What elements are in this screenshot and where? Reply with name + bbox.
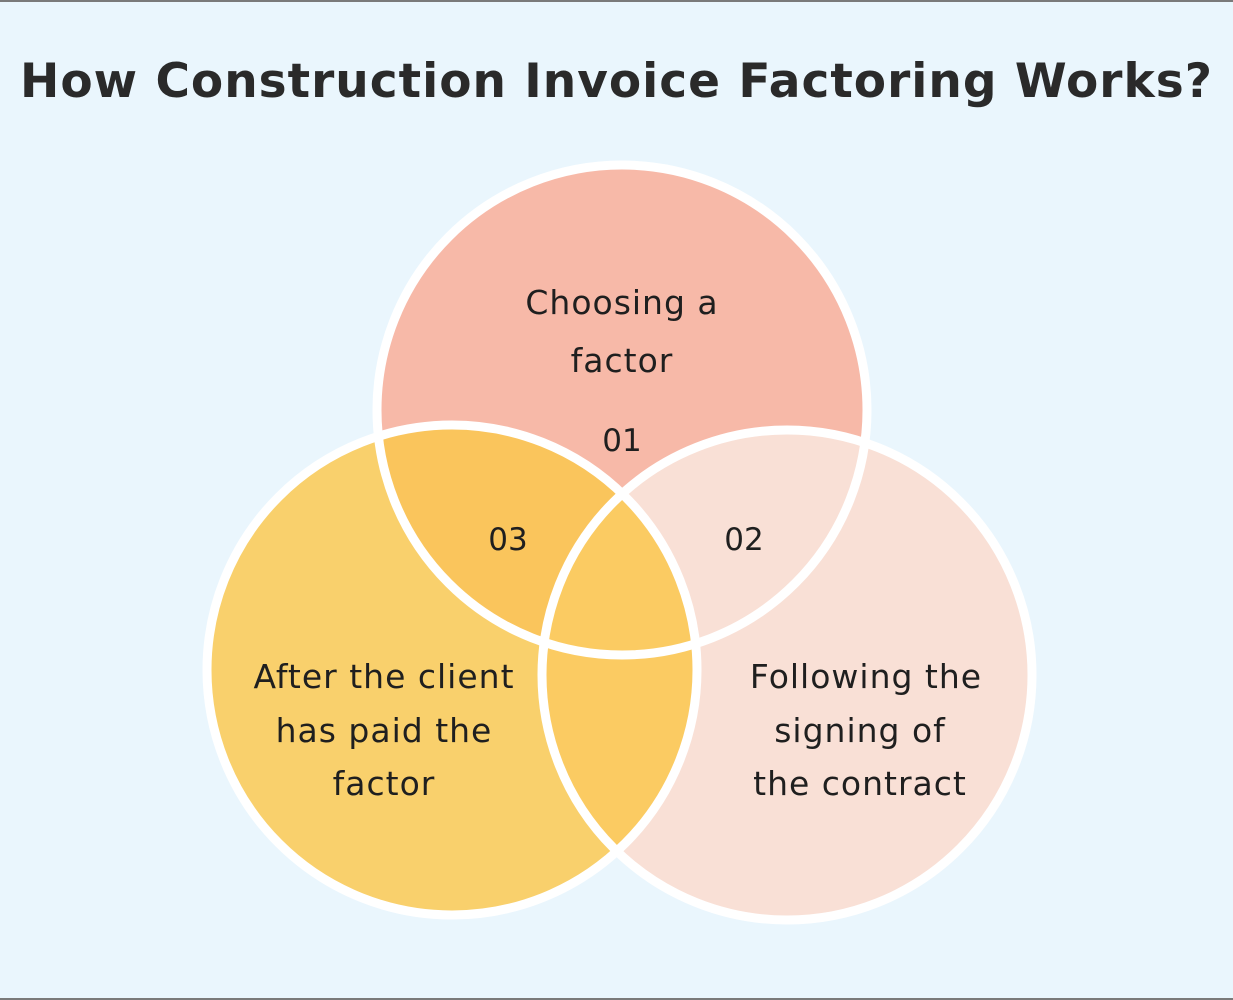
step-02-label-line-2: signing of [774, 711, 946, 750]
step-01-number: 01 [602, 423, 641, 459]
step-01-label-line-2: factor [571, 341, 674, 380]
circle-outline-01 [372, 160, 872, 660]
step-02-label-line-3: the contract [753, 764, 967, 803]
step-01-label-line-1: Choosing a [525, 283, 718, 322]
step-03-number: 03 [488, 522, 527, 558]
step-02-number: 02 [724, 522, 763, 558]
step-03-label-line-2: has paid the [276, 711, 493, 750]
page-title: How Construction Invoice Factoring Works… [20, 54, 1213, 109]
circle-outline-02 [537, 425, 1037, 925]
circle-outline-03 [202, 420, 702, 920]
step-03-label-line-3: factor [333, 764, 436, 803]
step-03-label-line-1: After the client [253, 657, 514, 696]
step-02-label-line-1: Following the [750, 657, 982, 696]
